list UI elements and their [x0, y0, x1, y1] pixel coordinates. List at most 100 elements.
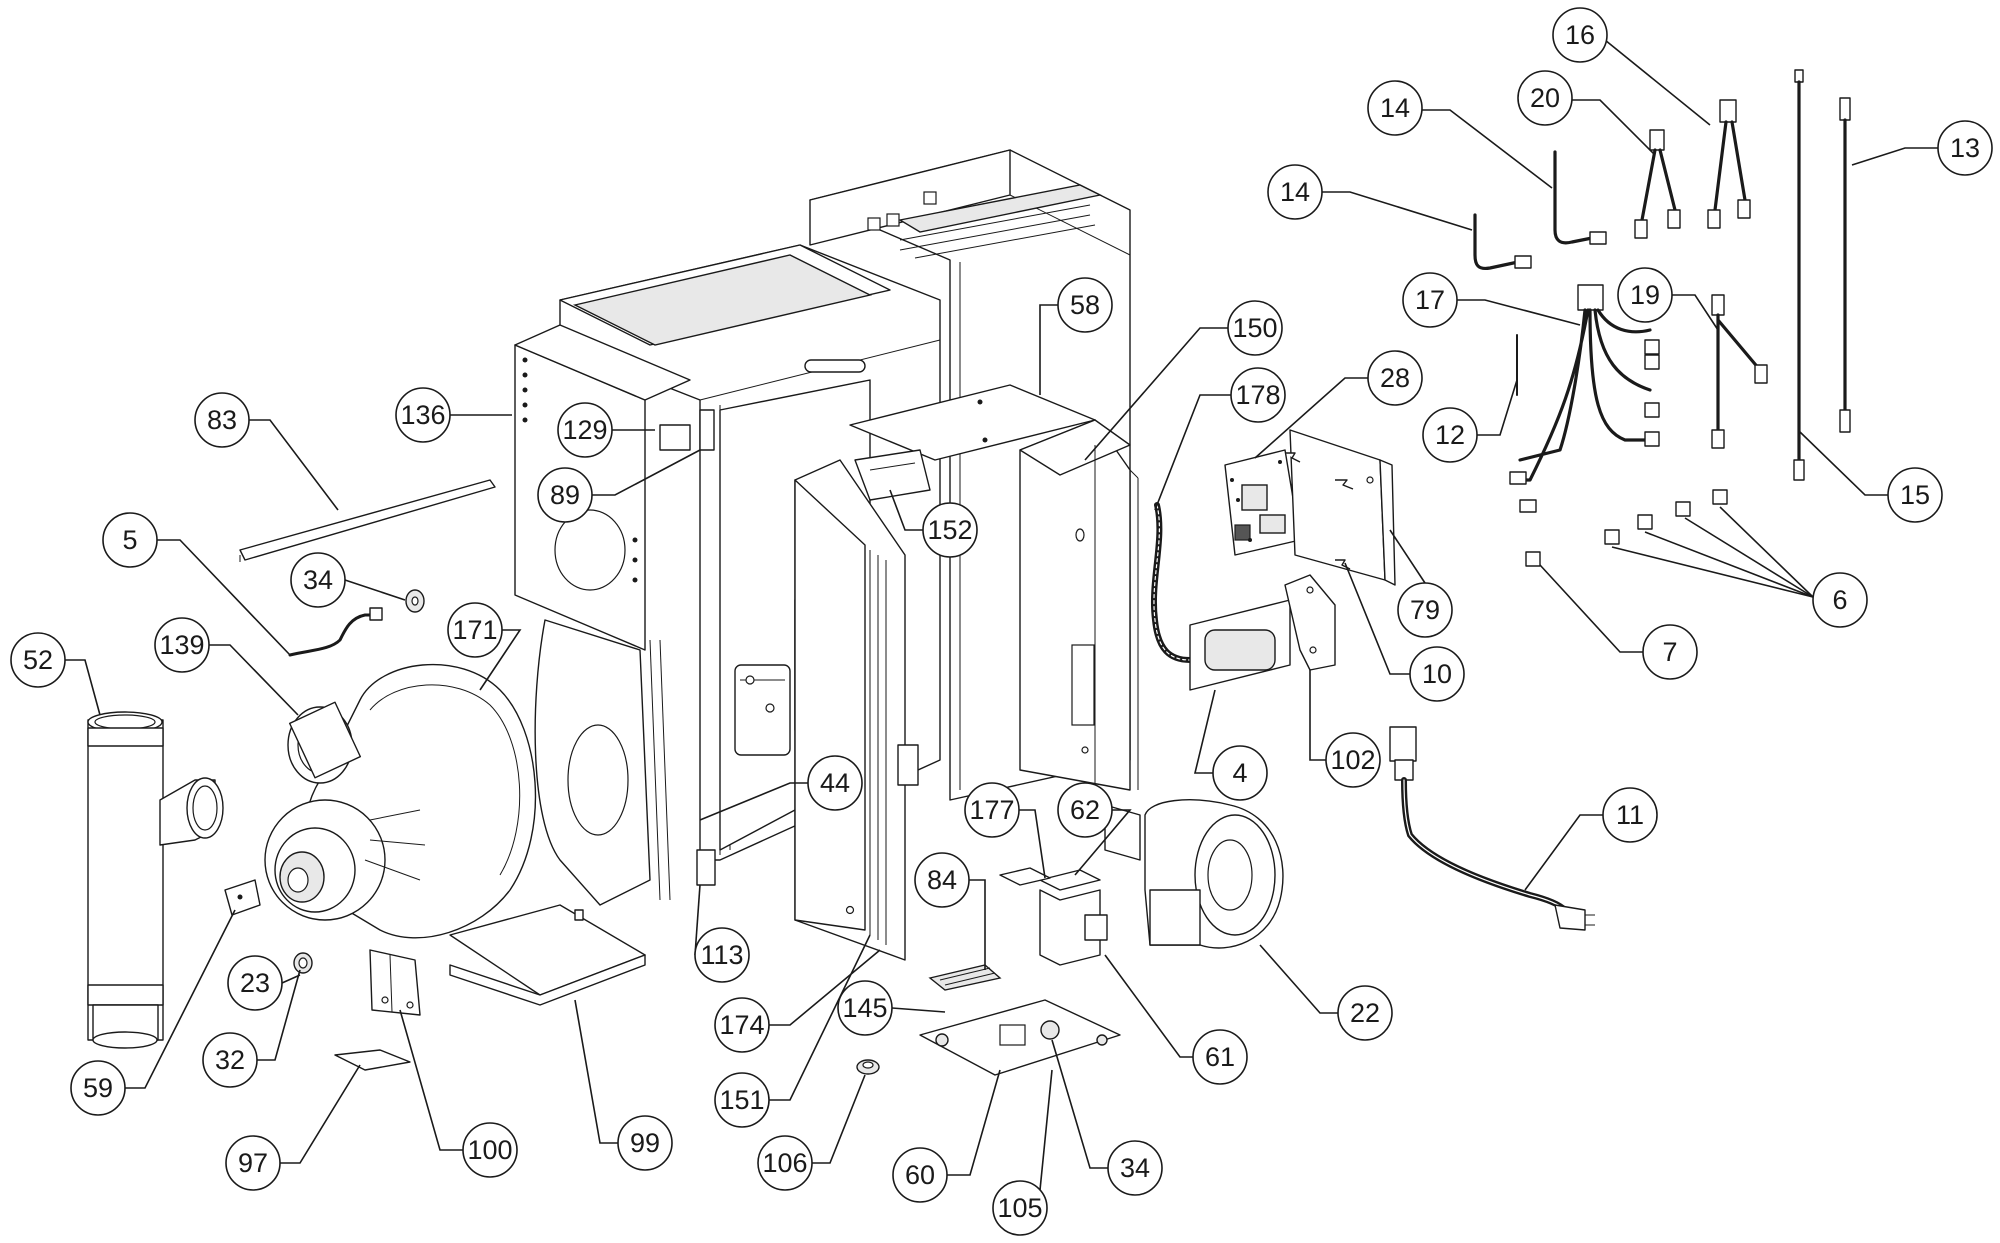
callout-22: 22 — [1337, 985, 1393, 1041]
leader-line-102 — [1309, 670, 1326, 761]
callout-17: 17 — [1402, 272, 1458, 328]
callout-number: 99 — [630, 1128, 660, 1158]
callout-139: 139 — [154, 617, 210, 673]
callout-number: 150 — [1232, 313, 1277, 343]
callout-number: 5 — [122, 525, 137, 555]
callout-circle — [154, 617, 210, 673]
tray-99 — [449, 904, 646, 1006]
leader-line-20 — [1572, 99, 1656, 156]
callout-59: 59 — [70, 1060, 126, 1116]
callout-105: 105 — [992, 1180, 1048, 1236]
callout-number: 59 — [83, 1073, 113, 1103]
leader-line-89 — [592, 449, 701, 496]
leader-line-62 — [1074, 809, 1132, 876]
callout-circle — [1230, 367, 1286, 423]
callout-32: 32 — [202, 1032, 258, 1088]
side-panel-174 — [794, 459, 919, 961]
callout-circle — [1602, 787, 1658, 843]
nut-23 — [293, 952, 313, 974]
callout-7: 7 — [1642, 624, 1698, 680]
callout-circle — [1397, 582, 1453, 638]
leader-line-151 — [769, 934, 871, 1101]
leader-line-178 — [1154, 394, 1231, 511]
callout-number: 136 — [400, 400, 445, 430]
blower-assembly-171 — [264, 663, 537, 939]
hinge-113 — [696, 849, 716, 886]
connector-129 — [659, 409, 715, 451]
blower-mount-panel — [534, 619, 671, 906]
callout-circle — [837, 980, 893, 1036]
callout-178: 178 — [1230, 367, 1286, 423]
callout-circle — [447, 602, 503, 658]
leader-line-58 — [1039, 304, 1058, 395]
wire-16 — [1707, 99, 1751, 229]
leader-line-16 — [1604, 39, 1711, 126]
callout-174: 174 — [714, 997, 770, 1053]
callout-circle — [714, 1072, 770, 1128]
callout-circle — [1367, 350, 1423, 406]
callout-62: 62 — [1057, 782, 1113, 838]
wire-14-left — [1473, 213, 1532, 271]
callout-circle — [1552, 7, 1608, 63]
wire-20 — [1634, 129, 1681, 239]
callout-number: 15 — [1900, 480, 1930, 510]
callout-14: 14 — [1267, 164, 1323, 220]
callout-number: 139 — [159, 630, 204, 660]
callout-circle — [694, 927, 750, 983]
wire-19 — [1711, 294, 1768, 449]
callout-circle — [914, 852, 970, 908]
callout-83: 83 — [194, 392, 250, 448]
callout-number: 178 — [1235, 380, 1280, 410]
callout-circle — [1409, 646, 1465, 702]
leader-line-79 — [1389, 529, 1426, 584]
callout-circle — [892, 1147, 948, 1203]
callout-circle — [1937, 120, 1993, 176]
callout-circle — [964, 782, 1020, 838]
leader-line-12 — [1477, 379, 1518, 436]
bracket-100 — [369, 949, 421, 1016]
bracket-102 — [1284, 574, 1336, 671]
leader-line-171 — [479, 629, 522, 691]
wire-harness-17 — [1509, 284, 1660, 513]
leader-line-6 — [1719, 506, 1814, 598]
leader-line-6-3 — [1611, 546, 1814, 598]
callout-number: 58 — [1070, 290, 1100, 320]
callout-60: 60 — [892, 1147, 948, 1203]
callout-circle — [1212, 745, 1268, 801]
callout-circle — [1642, 624, 1698, 680]
callout-number: 34 — [303, 565, 333, 595]
display-4 — [1189, 599, 1291, 691]
leader-line-4 — [1193, 689, 1216, 774]
callout-circle — [202, 1032, 258, 1088]
callout-number: 60 — [905, 1160, 935, 1190]
callout-number: 177 — [969, 795, 1014, 825]
callout-number: 52 — [23, 645, 53, 675]
callout-5: 5 — [102, 512, 158, 568]
callout-circle — [225, 1135, 281, 1191]
callout-circle — [1227, 300, 1283, 356]
callout-19: 19 — [1617, 267, 1673, 323]
callout-15: 15 — [1887, 467, 1943, 523]
leader-line-97 — [280, 1064, 361, 1164]
leader-line-150 — [1084, 327, 1228, 461]
leader-line-139 — [209, 644, 299, 716]
leader-line-34 — [1051, 1039, 1108, 1169]
connector-7 — [1525, 551, 1541, 567]
callout-102: 102 — [1325, 732, 1381, 788]
callout-97: 97 — [225, 1135, 281, 1191]
callout-number: 12 — [1435, 420, 1465, 450]
callout-20: 20 — [1517, 70, 1573, 126]
control-board-28 — [1224, 449, 1301, 556]
frame-61 — [999, 867, 1108, 966]
callout-11: 11 — [1602, 787, 1658, 843]
callout-number: 7 — [1662, 637, 1677, 667]
callout-number: 102 — [1330, 745, 1375, 775]
callout-12: 12 — [1422, 407, 1478, 463]
leader-line-22 — [1259, 944, 1338, 1014]
callout-circle — [10, 632, 66, 688]
callout-circle — [1325, 732, 1381, 788]
callout-4: 4 — [1212, 745, 1268, 801]
callout-152: 152 — [922, 502, 978, 558]
callout-number: 151 — [719, 1085, 764, 1115]
leader-line-28 — [1254, 377, 1368, 459]
